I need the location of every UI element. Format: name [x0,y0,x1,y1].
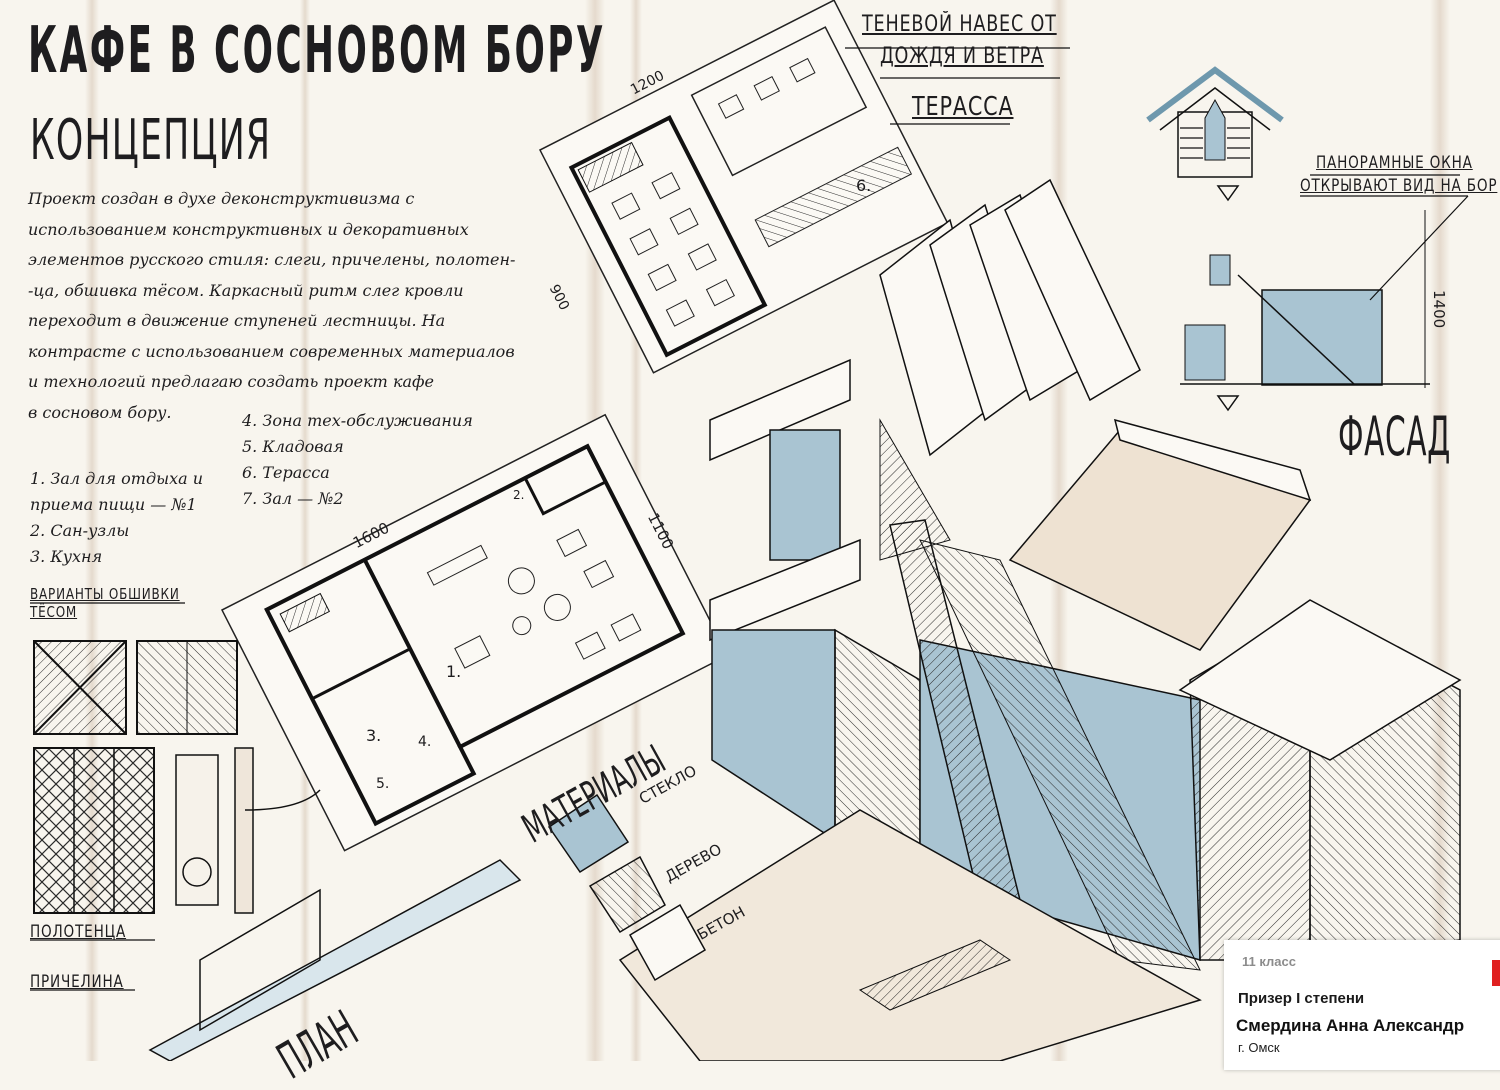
canopy-label-line1: ТЕНЕВОЙ НАВЕС ОТ [862,12,1057,37]
plan-room-number: 4. [418,734,432,750]
legend-item: 5. Кладовая [242,437,344,456]
badge-city: г. Омск [1238,1040,1280,1055]
award-badge: 11 класс Призер I степени Смердина Анна … [1224,940,1500,1070]
canopy-label-line2: ДОЖДЯ И ВЕТРА [880,44,1044,69]
concept-line: Проект создан в духе деконструктивизма с [28,189,415,208]
concept-heading: КОНЦЕПЦИЯ [30,108,272,173]
legend-item: 4. Зона тех-обслуживания [242,411,473,430]
bargeboard-sketch [148,859,522,1061]
facade-label: ФАСАД [1338,405,1451,468]
poster-title: КАФЕ В СОСНОВОМ БОРУ [28,14,606,88]
upper-floor-plan [538,0,949,374]
legend-item: приема пищи — №1 [30,495,197,514]
concept-line: контрасте с использованием современных м… [28,341,515,361]
legend-item: 6. Терасса [242,463,330,482]
room-legend-left: 1. Зал для отдыха и приема пищи — №1 2. … [30,466,203,570]
badge-author-name: Смердина Анна Александр [1236,1016,1465,1035]
lower-floor-plan [220,413,729,852]
terrace-label: ТЕРАССА [912,92,1014,122]
concept-line: элементов русского стиля: слеги, причеле… [28,250,516,269]
panoramic-windows-label-line1: ПАНОРАМНЫЕ ОКНА [1316,153,1473,173]
organizer-logo-icon [1492,960,1500,986]
bargeboard-label: ПРИЧЕЛИНА [30,972,124,992]
plan-room-number: 1. [446,662,462,681]
panoramic-windows-label-line2: ОТКРЫВАЮТ ВИД НА БОР [1300,176,1498,196]
concept-line: переходит в движение ступеней лестницы. … [28,311,446,330]
concept-line: в сосновом бору. [28,402,172,422]
facade-sketch [1146,66,1430,412]
legend-item: 2. Сан-узлы [30,521,130,540]
drawing-canvas [30,0,1469,1061]
plan-room-number: 6. [856,176,872,195]
concept-text: Проект создан в духе деконструктивизма с… [28,184,588,428]
concept-line: -ца, обшивка тёсом. Каркасный ритм слег … [28,280,464,300]
cladding-samples [33,640,321,914]
badge-award: Призер I степени [1238,990,1365,1007]
room-legend-right: 4. Зона тех-обслуживания 5. Кладовая 6. … [242,408,473,512]
legend-item: 7. Зал — №2 [242,489,344,508]
towels-label: ПОЛОТЕНЦА [30,922,127,942]
dimension-facade-height: 1400 [1430,290,1448,329]
plan-room-number: 5. [376,776,390,792]
materials-swatches [547,793,707,982]
concept-line: и технологий предлагаю создать проект ка… [28,372,435,391]
pine-trunk [300,0,310,1061]
plan-room-number: 3. [366,726,382,745]
poster-sheet: КАФЕ В СОСНОВОМ БОРУ КОНЦЕПЦИЯ Проект со… [28,0,1500,1090]
axonometric-view [618,178,1462,1061]
legend-item: 1. Зал для отдыха и [30,469,204,488]
badge-grade: 11 класс [1242,954,1296,969]
legend-item: 3. Кухня [30,547,103,566]
cladding-label: ВАРИАНТЫ ОБШИВКИ ТЁСОМ [30,585,180,621]
concept-line: использованием конструктивных и декорати… [28,219,469,239]
plan-room-number: 2. [513,488,525,502]
